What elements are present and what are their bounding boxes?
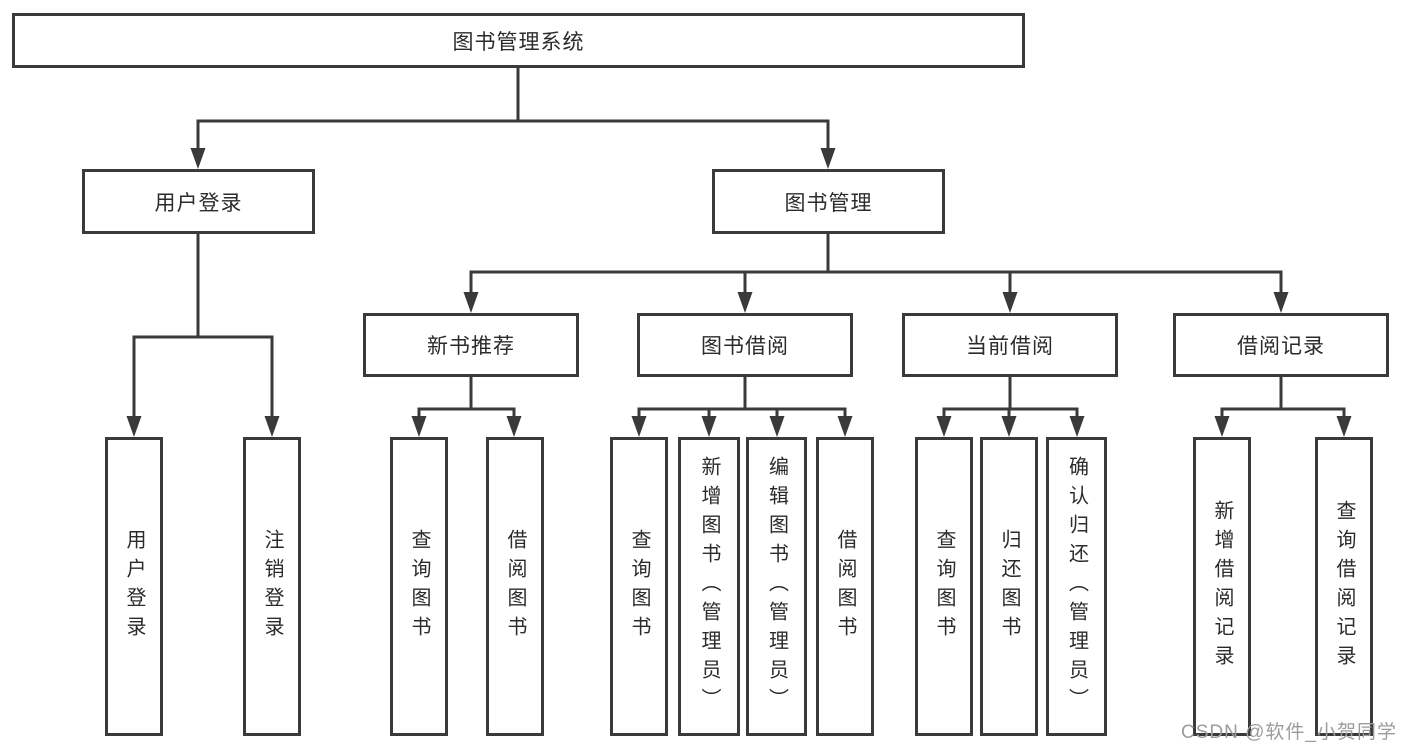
node-new-book-recommend: 新书推荐	[363, 313, 579, 377]
node-borrow-records: 借阅记录	[1173, 313, 1389, 377]
leaf-query-borrow-record: 查询借阅记录	[1315, 437, 1373, 736]
leaf-label: 归还图书	[998, 528, 1020, 645]
leaf-label: 查询图书	[408, 528, 430, 645]
node-label: 借阅记录	[1237, 335, 1325, 358]
node-label: 新书推荐	[427, 335, 515, 358]
leaf-label: 查询图书	[933, 528, 955, 645]
leaf-confirm-return-admin: 确认归还（管理员）	[1046, 437, 1107, 736]
leaf-borrow-books-recommend: 借阅图书	[486, 437, 544, 736]
node-label: 图书管理系统	[452, 30, 585, 54]
node-label: 当前借阅	[966, 335, 1054, 358]
connector-group	[126, 68, 1352, 437]
leaf-label: 新增图书（管理员）	[698, 456, 720, 717]
leaf-edit-books-admin: 编辑图书（管理员）	[746, 437, 807, 736]
node-label: 图书借阅	[701, 335, 789, 358]
node-book-management-module: 图书管理	[712, 169, 945, 234]
leaf-query-books-borrow: 查询图书	[610, 437, 668, 736]
leaf-query-books-recommend: 查询图书	[390, 437, 448, 736]
leaf-borrow-books: 借阅图书	[816, 437, 874, 736]
leaf-label: 查询图书	[628, 528, 650, 645]
node-library-system: 图书管理系统	[12, 13, 1025, 68]
node-user-login-module: 用户登录	[82, 169, 315, 234]
leaf-label: 确认归还（管理员）	[1065, 456, 1088, 717]
node-label: 用户登录	[154, 191, 243, 215]
leaf-user-login: 用户登录	[105, 437, 163, 736]
leaf-label: 查询借阅记录	[1333, 499, 1355, 674]
node-book-borrow: 图书借阅	[637, 313, 853, 377]
node-label: 图书管理	[784, 191, 873, 215]
leaf-add-books-admin: 新增图书（管理员）	[678, 437, 740, 736]
leaf-query-books-current: 查询图书	[915, 437, 973, 736]
leaf-label: 借阅图书	[504, 528, 526, 645]
leaf-label: 借阅图书	[834, 528, 856, 645]
node-current-borrow: 当前借阅	[902, 313, 1118, 377]
csdn-watermark: CSDN @软件_小贺同学	[1181, 722, 1397, 743]
leaf-logout: 注销登录	[243, 437, 301, 736]
leaf-label: 新增借阅记录	[1211, 499, 1233, 674]
leaf-add-borrow-record: 新增借阅记录	[1193, 437, 1251, 736]
leaf-label: 用户登录	[123, 528, 145, 645]
leaf-label: 注销登录	[261, 528, 283, 645]
leaf-label: 编辑图书（管理员）	[765, 456, 788, 717]
leaf-return-books: 归还图书	[980, 437, 1038, 736]
